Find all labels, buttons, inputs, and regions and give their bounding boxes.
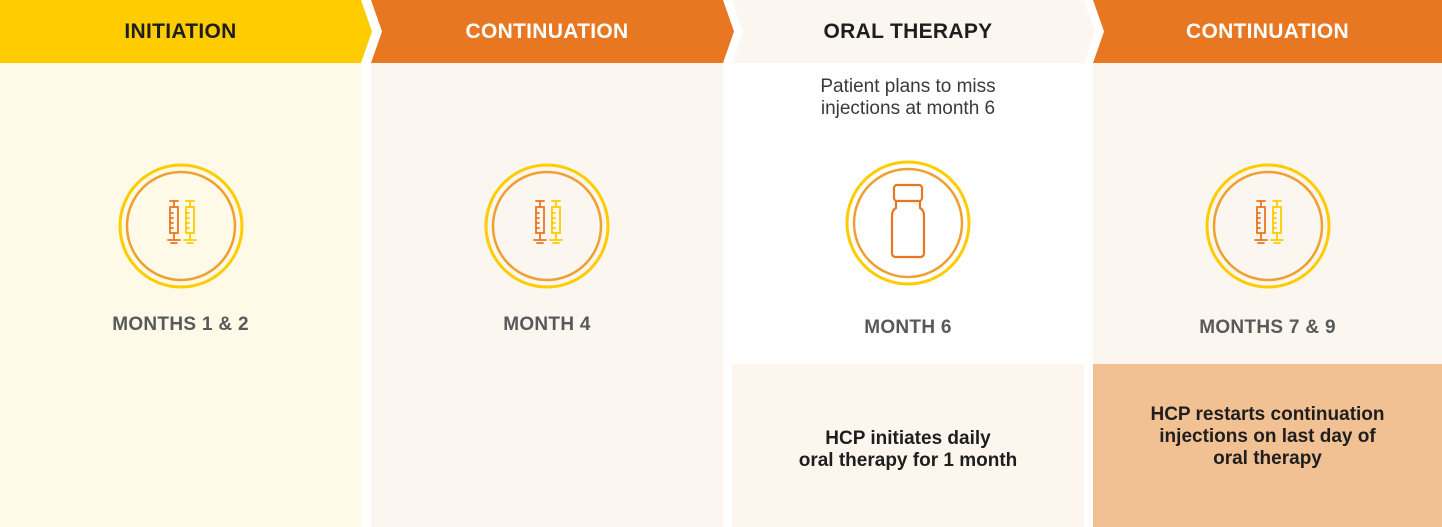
chevron-banner	[1093, 0, 1442, 63]
month-label: MONTHS 7 & 9	[1199, 317, 1336, 338]
chevron-banner	[732, 0, 1095, 63]
oral-therapy-note: Patient plans to miss injections at mont…	[732, 76, 1084, 120]
restart-note-box: HCP restarts continuation injections on …	[1093, 364, 1442, 527]
step-continuation-2: CONTINUATION	[1093, 0, 1442, 527]
month-label: MONTH 6	[864, 317, 952, 338]
note-box-line: oral therapy	[1213, 448, 1322, 469]
syringes-icon	[118, 163, 244, 289]
note-box-line: injections on last day of	[1159, 426, 1376, 447]
syringes-icon	[1205, 163, 1331, 289]
step-initiation: INITIATION	[0, 0, 372, 527]
step-header-label: CONTINUATION	[1185, 20, 1350, 43]
step-header: ORAL THERAPY	[732, 0, 1095, 63]
step-continuation-1: CONTINUATION	[371, 0, 734, 527]
step-body	[371, 63, 723, 527]
step-header: INITIATION	[0, 0, 372, 63]
step-body	[0, 63, 361, 527]
month-label: MONTHS 1 & 2	[112, 314, 249, 335]
oral-therapy-note-box: HCP initiates daily oral therapy for 1 m…	[732, 364, 1084, 527]
note-line: injections at month 6	[820, 98, 996, 119]
pill-bottle-icon	[845, 160, 971, 286]
note-line: Patient plans to miss	[820, 76, 996, 97]
step-oral-therapy: ORAL THERAPY Patient plans to miss injec…	[732, 0, 1095, 527]
step-header: CONTINUATION	[1093, 0, 1442, 63]
note-box-line: HCP initiates daily	[825, 428, 991, 449]
note-box-line: HCP restarts continuation	[1150, 404, 1385, 425]
note-box-line: oral therapy for 1 month	[798, 450, 1018, 471]
step-header-label: CONTINUATION	[465, 20, 629, 43]
syringes-icon	[484, 163, 610, 289]
step-header: CONTINUATION	[371, 0, 734, 63]
step-header-label: ORAL THERAPY	[823, 20, 993, 43]
month-label: MONTH 4	[503, 314, 591, 335]
chevron-banner	[371, 0, 734, 63]
chevron-banner	[0, 0, 372, 63]
step-header-label: INITIATION	[124, 20, 237, 43]
